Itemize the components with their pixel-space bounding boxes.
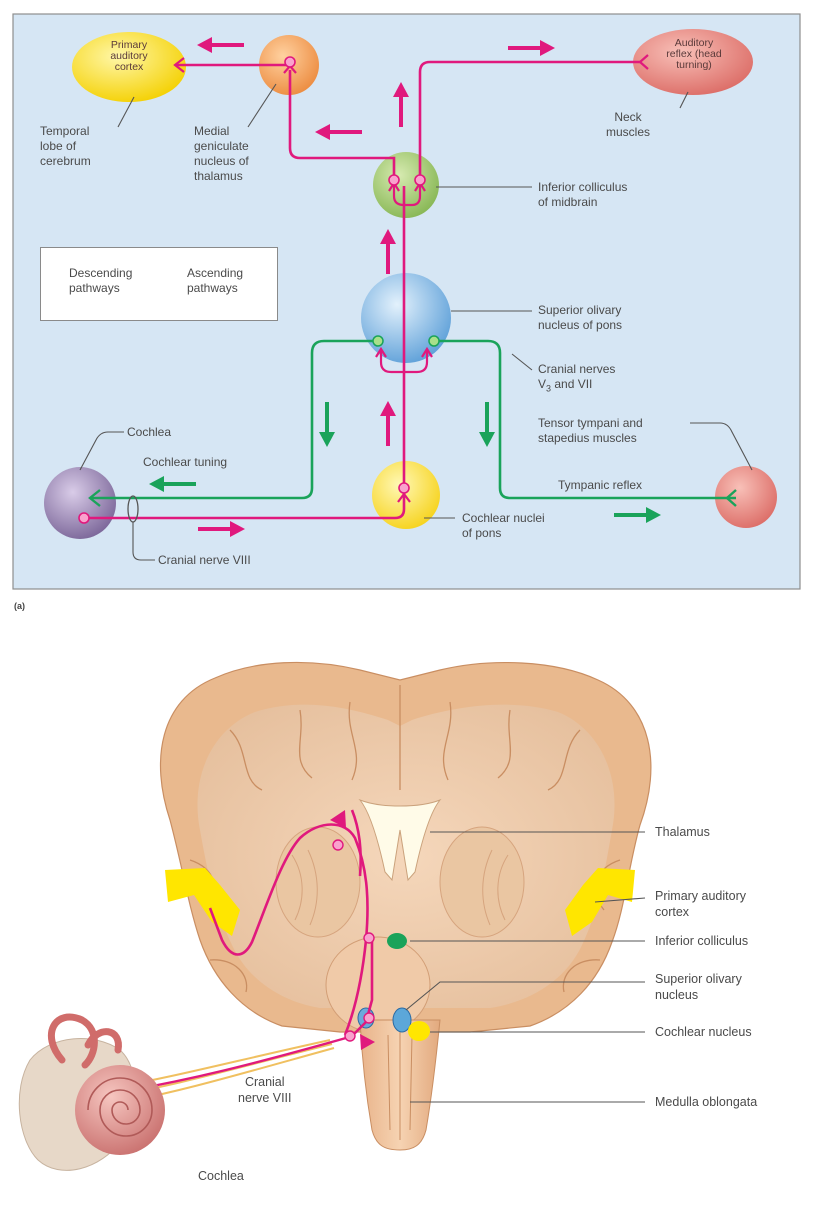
- cochlear-tuning-label: Cochlear tuning: [143, 455, 228, 469]
- inferior-colliculus-label-b: Inferior colliculus: [655, 934, 749, 948]
- diagram-a-schematic: Descending pathways Ascending pathways P…: [0, 0, 813, 600]
- cochlear-nucleus-marker: [408, 1021, 430, 1041]
- cochlea-label-a: Cochlea: [127, 425, 172, 439]
- brain-arrow-up: [330, 810, 346, 828]
- cranial-nerve-viii-label-a: Cranial nerve VIII: [158, 553, 251, 567]
- leader-lines-b: [405, 831, 646, 1103]
- ascending-arrows: [197, 37, 555, 537]
- cochlea-label-b: Cochlea: [198, 1169, 244, 1183]
- primary-auditory-cortex-node: [72, 32, 186, 102]
- brain-ascending-pathway: [208, 809, 374, 1039]
- leader-lines-a: [79, 83, 753, 561]
- brain-neuron-dots: [332, 839, 375, 1042]
- superior-olivary-node: [361, 273, 451, 363]
- superior-olivary-label: Superior olivary nucleus of pons: [538, 303, 623, 332]
- left-basal-nuclei: [275, 826, 361, 938]
- auditory-reflex-label: Auditory reflex (head turning): [666, 37, 722, 71]
- primary-auditory-cortex-label-b: Primary auditory cortex: [655, 889, 746, 919]
- superior-olivary-label-b: Superior olivary nucleus: [655, 972, 742, 1002]
- thalamus-label: Thalamus: [655, 825, 710, 839]
- cranial-nerves-v3-vii-label: Cranial nerves V3 and VII: [538, 362, 616, 394]
- part-label: (a): [14, 601, 25, 611]
- temporal-lobe-label: Temporal lobe of cerebrum: [40, 124, 91, 168]
- olivary-left-neuron-icon: [372, 335, 384, 347]
- cochlea-spiral-lines: [87, 1077, 153, 1137]
- primary-auditory-cortex-label: Primary auditory cortex: [110, 39, 148, 73]
- legend-ascending-label: Ascending pathways: [187, 266, 244, 295]
- medulla-label: Medulla oblongata: [655, 1095, 758, 1109]
- semicircular-canals: [48, 1013, 122, 1069]
- brain-arrow-right: [360, 1034, 375, 1050]
- pons: [325, 936, 431, 1034]
- ascending-neuron-dots: [78, 56, 426, 524]
- descending-synapse-marks: [88, 489, 737, 507]
- diagram-b-brain-section: Thalamus Primary auditory cortex Inferio…: [0, 640, 813, 1200]
- legend-descending-label: Descending pathways: [69, 266, 133, 295]
- striations: [291, 849, 509, 926]
- inferior-colliculus-label: Inferior colliculus of midbrain: [538, 180, 628, 209]
- ascending-branch-marks: [173, 54, 649, 503]
- inferior-colliculus-node: [373, 152, 439, 218]
- medulla-ridges: [387, 1032, 413, 1140]
- cranial-nerve-viii-label-b: Cranial nerve VIII: [238, 1075, 292, 1105]
- brain-section-svg: [18, 661, 652, 1171]
- inferior-colliculus-marker: [387, 933, 407, 949]
- superior-olivary-marker: [392, 1007, 412, 1033]
- lateral-ventricles: [358, 798, 442, 882]
- descending-arrows: [149, 402, 661, 523]
- ascending-pathway-lines: [84, 60, 640, 520]
- descending-pathway-lines: [90, 339, 736, 500]
- auditory-reflex-node: [633, 29, 753, 95]
- tympanic-reflex-label: Tympanic reflex: [558, 478, 643, 492]
- cochlear-nuclei-label: Cochlear nuclei of pons: [462, 511, 545, 540]
- left-auditory-cortex: [165, 868, 240, 936]
- cochlea-node: [44, 467, 116, 539]
- olivary-right-neuron-icon: [428, 335, 440, 347]
- tensor-tympani-label: Tensor tympani and stapedius muscles: [538, 416, 643, 445]
- legend-box: Descending pathways Ascending pathways: [40, 247, 278, 321]
- right-basal-nuclei: [439, 826, 525, 938]
- medial-geniculate-label: Medial geniculate nucleus of thalamus: [194, 124, 249, 183]
- cochlear-nucleus-label-b: Cochlear nucleus: [655, 1025, 752, 1039]
- neck-muscles-label: Neck muscles: [606, 110, 651, 139]
- tympanic-muscle-node: [715, 466, 777, 528]
